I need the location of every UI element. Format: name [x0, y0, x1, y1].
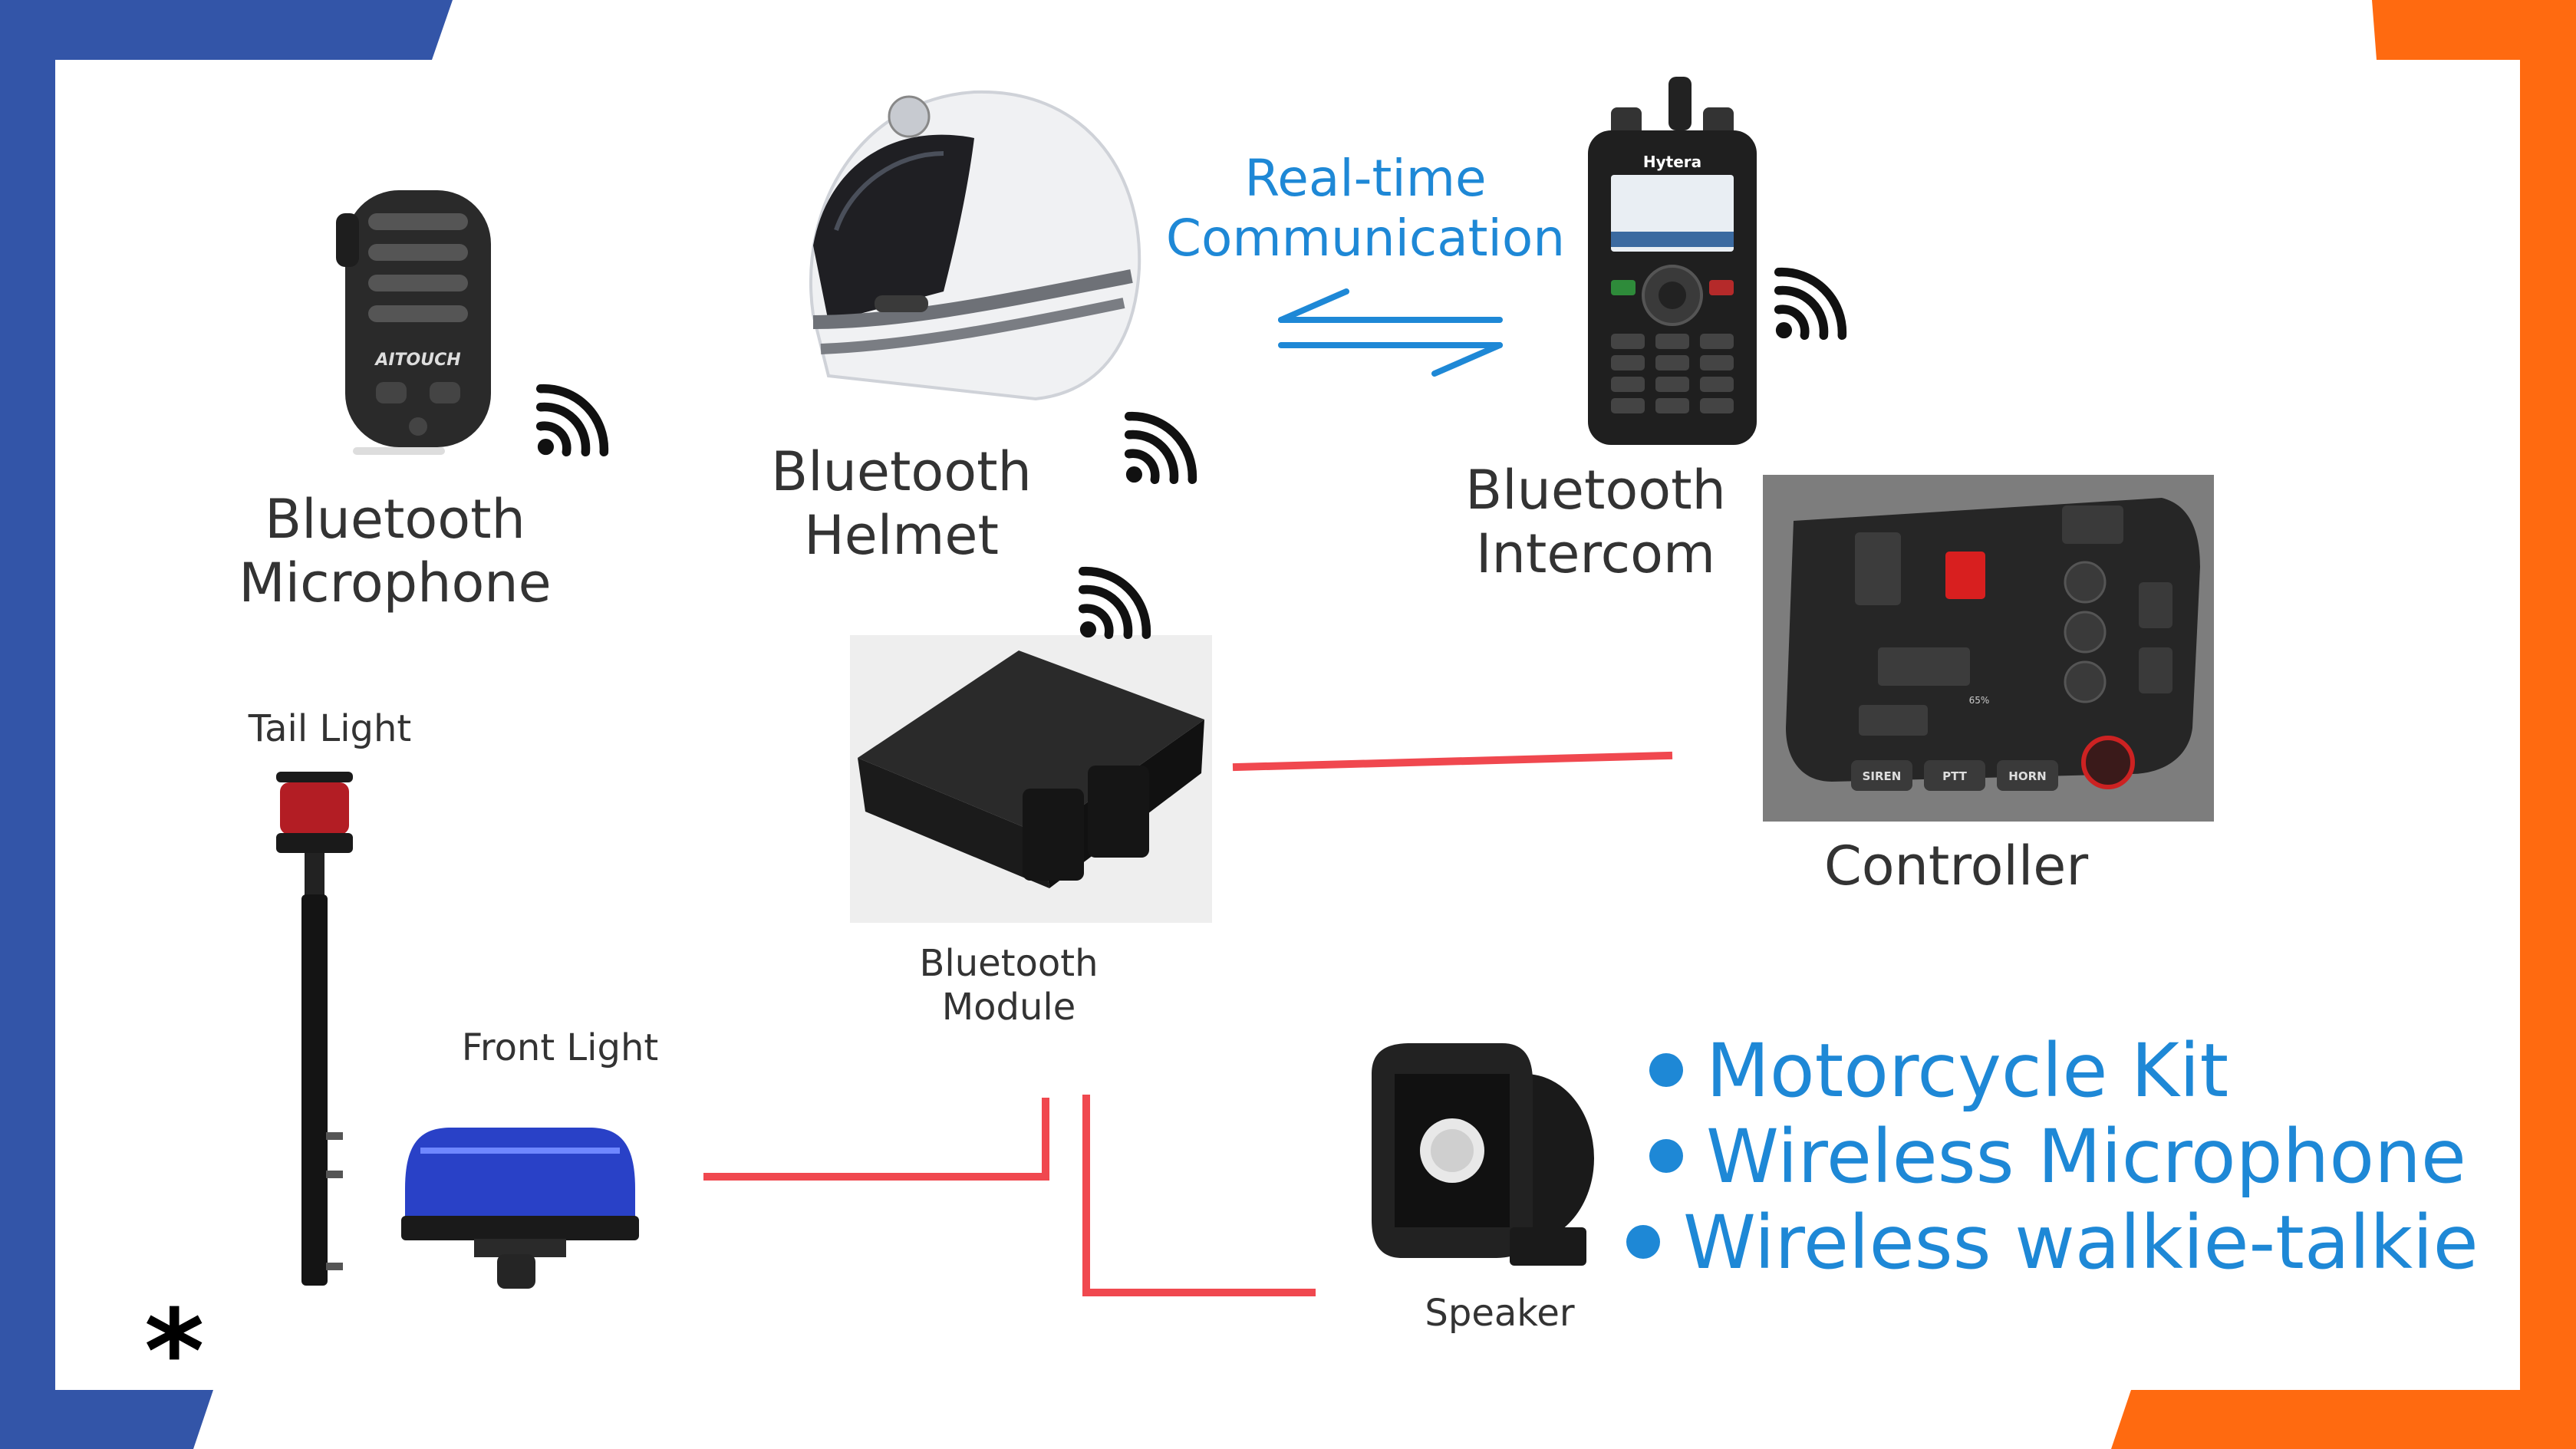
- bluetooth-helmet-label: Bluetooth Helmet: [771, 440, 1032, 567]
- bullet-dot: [1626, 1224, 1660, 1259]
- realtime-communication-label: Real-time Communication: [1165, 149, 1566, 268]
- feature-item: Wireless walkie-talkie: [1626, 1206, 2479, 1279]
- bluetooth-signal-icon: [1124, 411, 1197, 485]
- bluetooth-microphone-label: Bluetooth Microphone: [239, 488, 552, 614]
- bluetooth-module-label: Bluetooth Module: [919, 942, 1099, 1029]
- controller-label: Controller: [1823, 835, 2089, 897]
- bluetooth-microphone-image: AITOUCH: [336, 190, 491, 455]
- front-light-image: [401, 1128, 639, 1289]
- radio-brand: Hytera: [1643, 153, 1701, 171]
- controller-percent: 65%: [1969, 695, 1990, 706]
- microphone-brand: AITOUCH: [374, 351, 460, 370]
- tail-light-label: Tail Light: [248, 707, 412, 750]
- tail-light-image: [276, 772, 353, 1286]
- bluetooth-signal-icon: [1774, 267, 1847, 341]
- feature-item: Motorcycle Kit: [1649, 1034, 2228, 1108]
- bluetooth-signal-icon: [535, 384, 609, 457]
- asterisk-mark: *: [144, 1286, 205, 1419]
- speaker-image: [1372, 1043, 1594, 1266]
- controller-button-ptt: PTT: [1942, 769, 1968, 783]
- bluetooth-module-image: [850, 635, 1212, 923]
- feature-text: Wireless walkie-talkie: [1683, 1200, 2479, 1286]
- bluetooth-intercom-image: Hytera: [1588, 77, 1757, 445]
- bluetooth-intercom-label: Bluetooth Intercom: [1465, 459, 1726, 585]
- front-light-label: Front Light: [461, 1026, 659, 1069]
- feature-text: Motorcycle Kit: [1706, 1028, 2229, 1114]
- controller-button-horn: HORN: [2008, 769, 2046, 783]
- bullet-dot: [1649, 1138, 1683, 1173]
- bluetooth-helmet-image: [809, 90, 1141, 401]
- feature-text: Wireless Microphone: [1706, 1114, 2466, 1200]
- feature-item: Wireless Microphone: [1649, 1120, 2466, 1194]
- speaker-label: Speaker: [1425, 1292, 1575, 1335]
- controller-button-siren: SIREN: [1863, 769, 1902, 783]
- bluetooth-signal-icon: [1078, 566, 1151, 640]
- controller-image: 65% SIREN PTT HORN: [1763, 475, 2214, 822]
- bullet-dot: [1649, 1052, 1683, 1087]
- double-arrow-icon: [1278, 288, 1503, 377]
